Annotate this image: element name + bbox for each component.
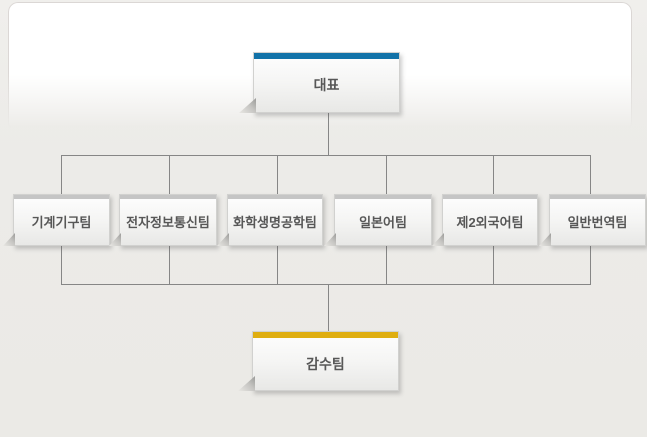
connector-team2-down <box>169 246 170 284</box>
connector-team3-down <box>277 246 278 284</box>
org-node-team-label: 전자정보통신팀 <box>126 215 210 230</box>
org-node-team-chemistry-bio: 화학생명공학팀 <box>217 194 323 246</box>
page-curl <box>432 233 444 246</box>
accent-bar-gray <box>228 195 322 199</box>
accent-bar-blue <box>254 53 399 59</box>
connector-team6-up <box>590 155 591 194</box>
connector-review-up <box>328 284 329 331</box>
page-curl <box>324 233 336 246</box>
connector-team1-down <box>61 246 62 284</box>
connector-team2-up <box>169 155 170 194</box>
connector-team4-down <box>386 246 387 284</box>
org-node-team-electronics: 전자정보통신팀 <box>109 194 217 246</box>
connector-team5-down <box>493 246 494 284</box>
connector-team6-down <box>590 246 591 284</box>
org-node-team-second-foreign-language: 제2외국어팀 <box>432 194 538 246</box>
accent-bar-gold <box>253 332 398 338</box>
accent-bar-gray <box>120 195 216 199</box>
page-curl <box>3 233 15 246</box>
page-curl <box>539 233 551 246</box>
page-curl <box>238 376 255 391</box>
connector-rail-top <box>61 155 591 156</box>
connector-root-down <box>328 113 329 155</box>
org-node-team-label: 일반번역팀 <box>567 215 628 230</box>
org-node-ceo: 대표 <box>239 52 400 113</box>
org-node-review-label: 감수팀 <box>306 355 345 372</box>
accent-bar-gray <box>335 195 431 199</box>
connector-team5-up <box>493 155 494 194</box>
org-node-team-general-translation: 일반번역팀 <box>539 194 646 246</box>
org-node-review: 감수팀 <box>238 331 399 391</box>
accent-bar-gray <box>443 195 537 199</box>
page-curl <box>217 233 229 246</box>
org-node-team-label: 기계기구팀 <box>31 215 92 230</box>
org-node-team-japanese: 일본어팀 <box>324 194 432 246</box>
org-node-ceo-label: 대표 <box>313 77 340 93</box>
org-node-team-label: 제2외국어팀 <box>456 215 524 230</box>
org-node-team-label: 일본어팀 <box>359 215 407 230</box>
connector-team1-up <box>61 155 62 194</box>
org-node-team-label: 화학생명공학팀 <box>233 215 317 230</box>
page-curl <box>109 233 121 246</box>
connector-rail-bottom <box>61 284 591 285</box>
accent-bar-gray <box>14 195 109 199</box>
connector-team3-up <box>277 155 278 194</box>
accent-bar-gray <box>550 195 645 199</box>
org-node-team-machinery: 기계기구팀 <box>3 194 110 246</box>
connector-team4-up <box>386 155 387 194</box>
